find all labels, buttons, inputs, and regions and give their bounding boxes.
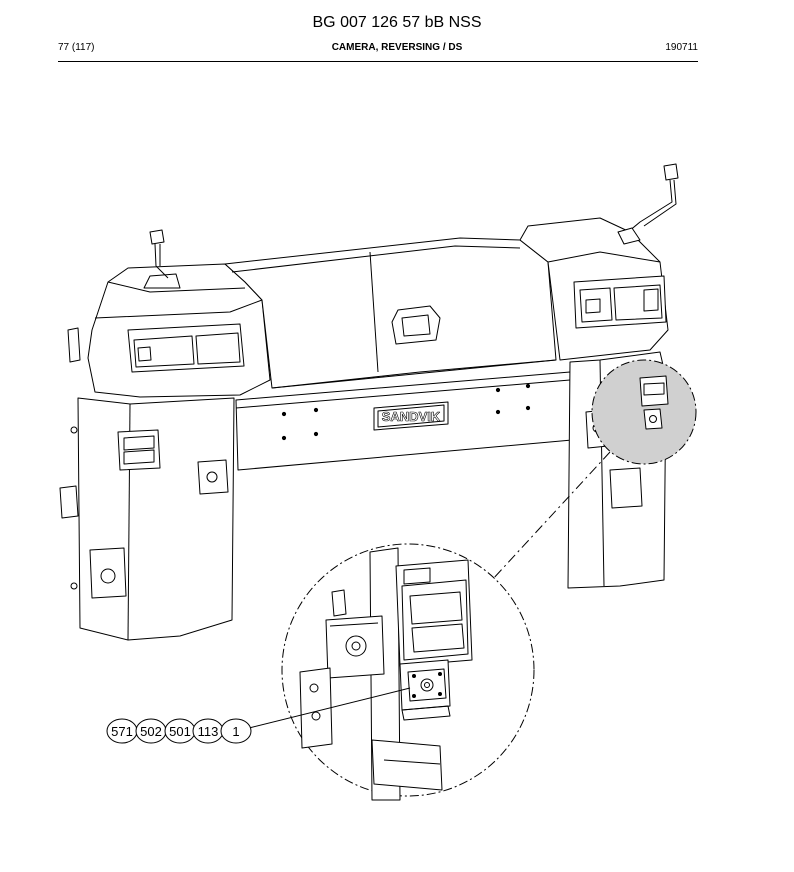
beacon-left — [143, 229, 181, 289]
header-rule — [58, 61, 698, 62]
callout-balloons — [106, 718, 252, 744]
page-number: 77 (117) — [58, 42, 95, 53]
ref-number: 1 — [232, 724, 239, 739]
document-code: BG 007 126 57 bB NSS — [312, 14, 482, 31]
document-date: 190711 — [665, 42, 698, 53]
beacon-right — [617, 163, 679, 245]
callout-leader — [248, 687, 411, 729]
detail-view — [281, 543, 535, 801]
ref-number: 502 — [140, 724, 162, 739]
brand-plate: SANDVIK — [382, 409, 441, 424]
ref-number: 113 — [198, 724, 219, 739]
detail-leader — [491, 451, 611, 581]
left-pillar — [59, 327, 235, 641]
document-title: CAMERA, REVERSING / DS — [331, 42, 463, 53]
highlight-area — [591, 359, 697, 465]
roof-lights-left — [127, 323, 245, 373]
callout-balloon — [220, 718, 252, 744]
ref-number: 501 — [169, 724, 191, 739]
ref-number: 571 — [111, 724, 133, 739]
roof-lights-right — [573, 275, 667, 329]
